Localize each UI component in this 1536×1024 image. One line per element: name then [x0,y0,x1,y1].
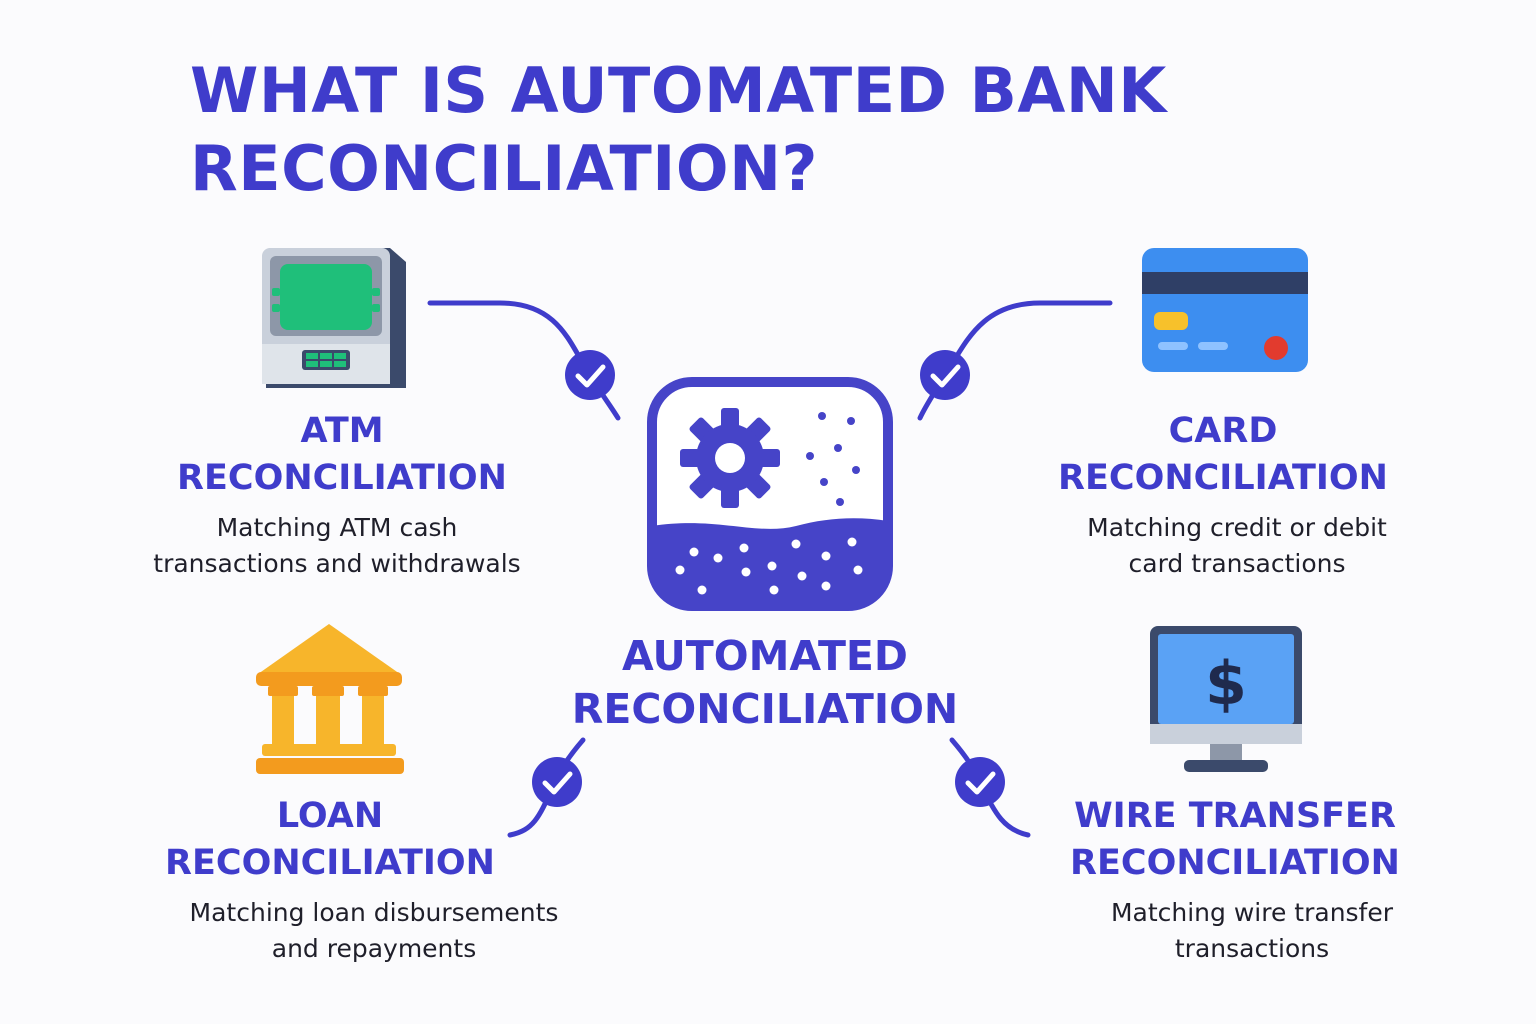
loan-title-line-1: LOAN [276,796,384,836]
card-title-line-1: CARD [1168,411,1278,451]
atm-desc-line-1: Matching ATM cash [216,513,458,542]
atm-title-line-1: ATM [300,411,384,451]
center-title-line-2: RECONCILIATION [571,685,959,733]
card-title: CARD RECONCILIATION [1030,408,1416,502]
loan-title: LOAN RECONCILIATION [140,793,520,887]
wire-title: WIRE TRANSFER RECONCILIATION [1040,793,1430,887]
wire-description: Matching wire transfer transactions [1080,895,1424,967]
title-line-1: WHAT IS AUTOMATED BANK [190,54,1167,127]
atm-icon [262,248,406,388]
atm-title-line-2: RECONCILIATION [177,458,507,498]
card-title-line-2: RECONCILIATION [1058,458,1388,498]
atm-description: Matching ATM cash transactions and withd… [130,510,544,582]
automation-icon [647,377,893,611]
bank-icon [256,624,404,774]
card-desc-line-1: Matching credit or debit [1087,513,1387,542]
wire-title-line-2: RECONCILIATION [1070,843,1400,883]
gear-icon [680,408,780,508]
page-title: WHAT IS AUTOMATED BANK RECONCILIATION? [190,52,1290,208]
atm-desc-line-2: transactions and withdrawals [153,549,521,578]
loan-desc-line-2: and repayments [271,934,477,963]
title-line-2: RECONCILIATION? [190,132,818,205]
center-title: AUTOMATED RECONCILIATION [560,630,970,736]
credit-card-icon [1142,248,1308,372]
wire-title-line-1: WIRE TRANSFER [1074,796,1396,836]
center-title-line-1: AUTOMATED [622,632,908,680]
atm-title: ATM RECONCILIATION [150,408,534,502]
wire-desc-line-2: transactions [1174,934,1330,963]
loan-desc-line-1: Matching loan disbursements [189,898,559,927]
monitor-icon: $ [1150,626,1302,772]
check-badge-atm [565,350,615,400]
loan-description: Matching loan disbursements and repaymen… [172,895,576,967]
card-desc-line-2: card transactions [1128,549,1346,578]
check-badge-loan [532,757,582,807]
card-description: Matching credit or debit card transactio… [1050,510,1424,582]
wire-desc-line-1: Matching wire transfer [1110,898,1394,927]
check-badge-wire [955,757,1005,807]
dollar-sign-icon: $ [1205,649,1247,719]
loan-title-line-2: RECONCILIATION [165,843,495,883]
check-badge-card [920,350,970,400]
